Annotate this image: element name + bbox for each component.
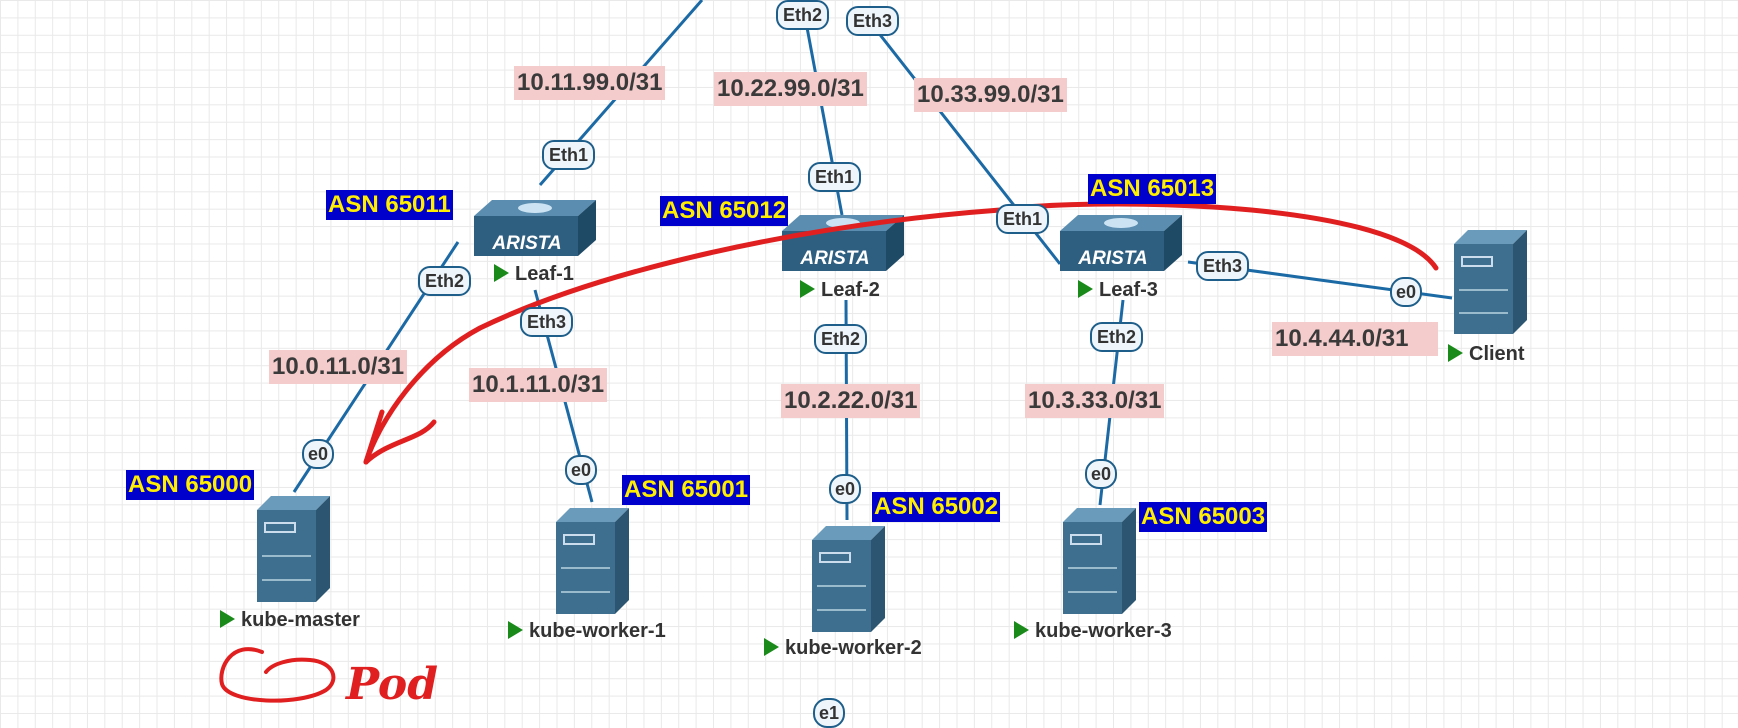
node-name-leaf1[interactable]: Leaf-1 (494, 262, 574, 286)
leaf1-label: Leaf-1 (515, 263, 574, 285)
interface-leaf2-eth2[interactable]: Eth2 (814, 324, 868, 354)
node-name-worker1[interactable]: kube-worker-1 (508, 619, 666, 643)
asn-label-worker1: ASN 65001 (622, 475, 751, 505)
pod-annotation-text: Pod (346, 659, 439, 710)
network-label-10-0-11: 10.0.11.0/31 (269, 350, 408, 384)
interface-leaf1-eth3[interactable]: Eth3 (520, 307, 574, 337)
interface-leaf3-eth3[interactable]: Eth3 (1196, 251, 1250, 281)
asn-label-worker3: ASN 65003 (1139, 502, 1268, 532)
network-label-10-4-44: 10.4.44.0/31 (1272, 322, 1438, 356)
leaf2-label: Leaf-2 (821, 279, 880, 301)
interface-leaf3-eth1[interactable]: Eth1 (996, 204, 1050, 234)
asn-label-worker2: ASN 65002 (872, 492, 1001, 522)
node-name-master[interactable]: kube-master (220, 608, 360, 632)
asn-label-leaf2: ASN 65012 (660, 196, 789, 226)
network-label-10-33-99: 10.33.99.0/31 (914, 78, 1067, 112)
asn-label-leaf1: ASN 65011 (326, 190, 453, 220)
interface-bottom-e1[interactable]: e1 (813, 698, 846, 728)
play-icon[interactable] (494, 264, 509, 282)
node-name-client[interactable]: Client (1448, 342, 1525, 366)
play-icon[interactable] (508, 621, 523, 639)
node-name-leaf2[interactable]: Leaf-2 (800, 278, 880, 302)
node-name-worker2[interactable]: kube-worker-2 (764, 636, 922, 660)
red-annotation-arrow (363, 201, 1439, 465)
server-icon-master[interactable] (257, 496, 330, 602)
server-icon-worker2[interactable] (812, 526, 885, 632)
interface-master-e0[interactable]: e0 (302, 439, 335, 469)
worker3-label: kube-worker-3 (1035, 620, 1172, 642)
switch-brand-leaf3: ARISTA (1078, 248, 1148, 269)
interface-client-e0[interactable]: e0 (1390, 277, 1423, 307)
interface-worker2-e0[interactable]: e0 (829, 474, 862, 504)
network-label-10-3-33: 10.3.33.0/31 (1025, 384, 1165, 418)
switch-brand-leaf2: ARISTA (800, 248, 870, 269)
server-icon-worker1[interactable] (556, 508, 629, 614)
asn-label-leaf3: ASN 65013 (1088, 174, 1217, 204)
arista-switch-leaf2[interactable] (782, 215, 904, 271)
server-icon-client[interactable] (1454, 230, 1527, 334)
interface-spine-eth2[interactable]: Eth2 (776, 0, 830, 30)
server-icon-worker3[interactable] (1063, 508, 1136, 614)
arista-switch-leaf1[interactable] (474, 200, 596, 256)
master-label: kube-master (241, 609, 360, 631)
switch-brand-leaf1: ARISTA (492, 233, 562, 254)
network-label-10-22-99: 10.22.99.0/31 (714, 72, 867, 106)
worker2-label: kube-worker-2 (785, 637, 922, 659)
worker1-label: kube-worker-1 (529, 620, 666, 642)
arista-switch-leaf3[interactable] (1060, 215, 1182, 271)
node-name-leaf3[interactable]: Leaf-3 (1078, 278, 1158, 302)
network-label-10-2-22: 10.2.22.0/31 (781, 384, 921, 418)
network-label-10-1-11: 10.1.11.0/31 (469, 368, 608, 402)
pod-scribble (219, 647, 336, 703)
play-icon[interactable] (800, 280, 815, 298)
interface-leaf2-eth1[interactable]: Eth1 (808, 162, 862, 192)
play-icon[interactable] (1014, 621, 1029, 639)
node-name-worker3[interactable]: kube-worker-3 (1014, 619, 1172, 643)
network-label-10-11-99: 10.11.99.0/31 (514, 66, 666, 100)
play-icon[interactable] (1078, 280, 1093, 298)
asn-label-master: ASN 65000 (126, 470, 255, 500)
interface-leaf1-eth1[interactable]: Eth1 (542, 140, 596, 170)
interface-worker1-e0[interactable]: e0 (565, 455, 598, 485)
client-label: Client (1469, 343, 1525, 365)
interface-leaf3-eth2[interactable]: Eth2 (1090, 322, 1144, 352)
play-icon[interactable] (764, 638, 779, 656)
interface-leaf1-eth2[interactable]: Eth2 (418, 266, 472, 296)
interface-spine-eth3[interactable]: Eth3 (846, 6, 900, 36)
play-icon[interactable] (1448, 344, 1463, 362)
play-icon[interactable] (220, 610, 235, 628)
leaf3-label: Leaf-3 (1099, 279, 1158, 301)
interface-worker3-e0[interactable]: e0 (1085, 459, 1118, 489)
